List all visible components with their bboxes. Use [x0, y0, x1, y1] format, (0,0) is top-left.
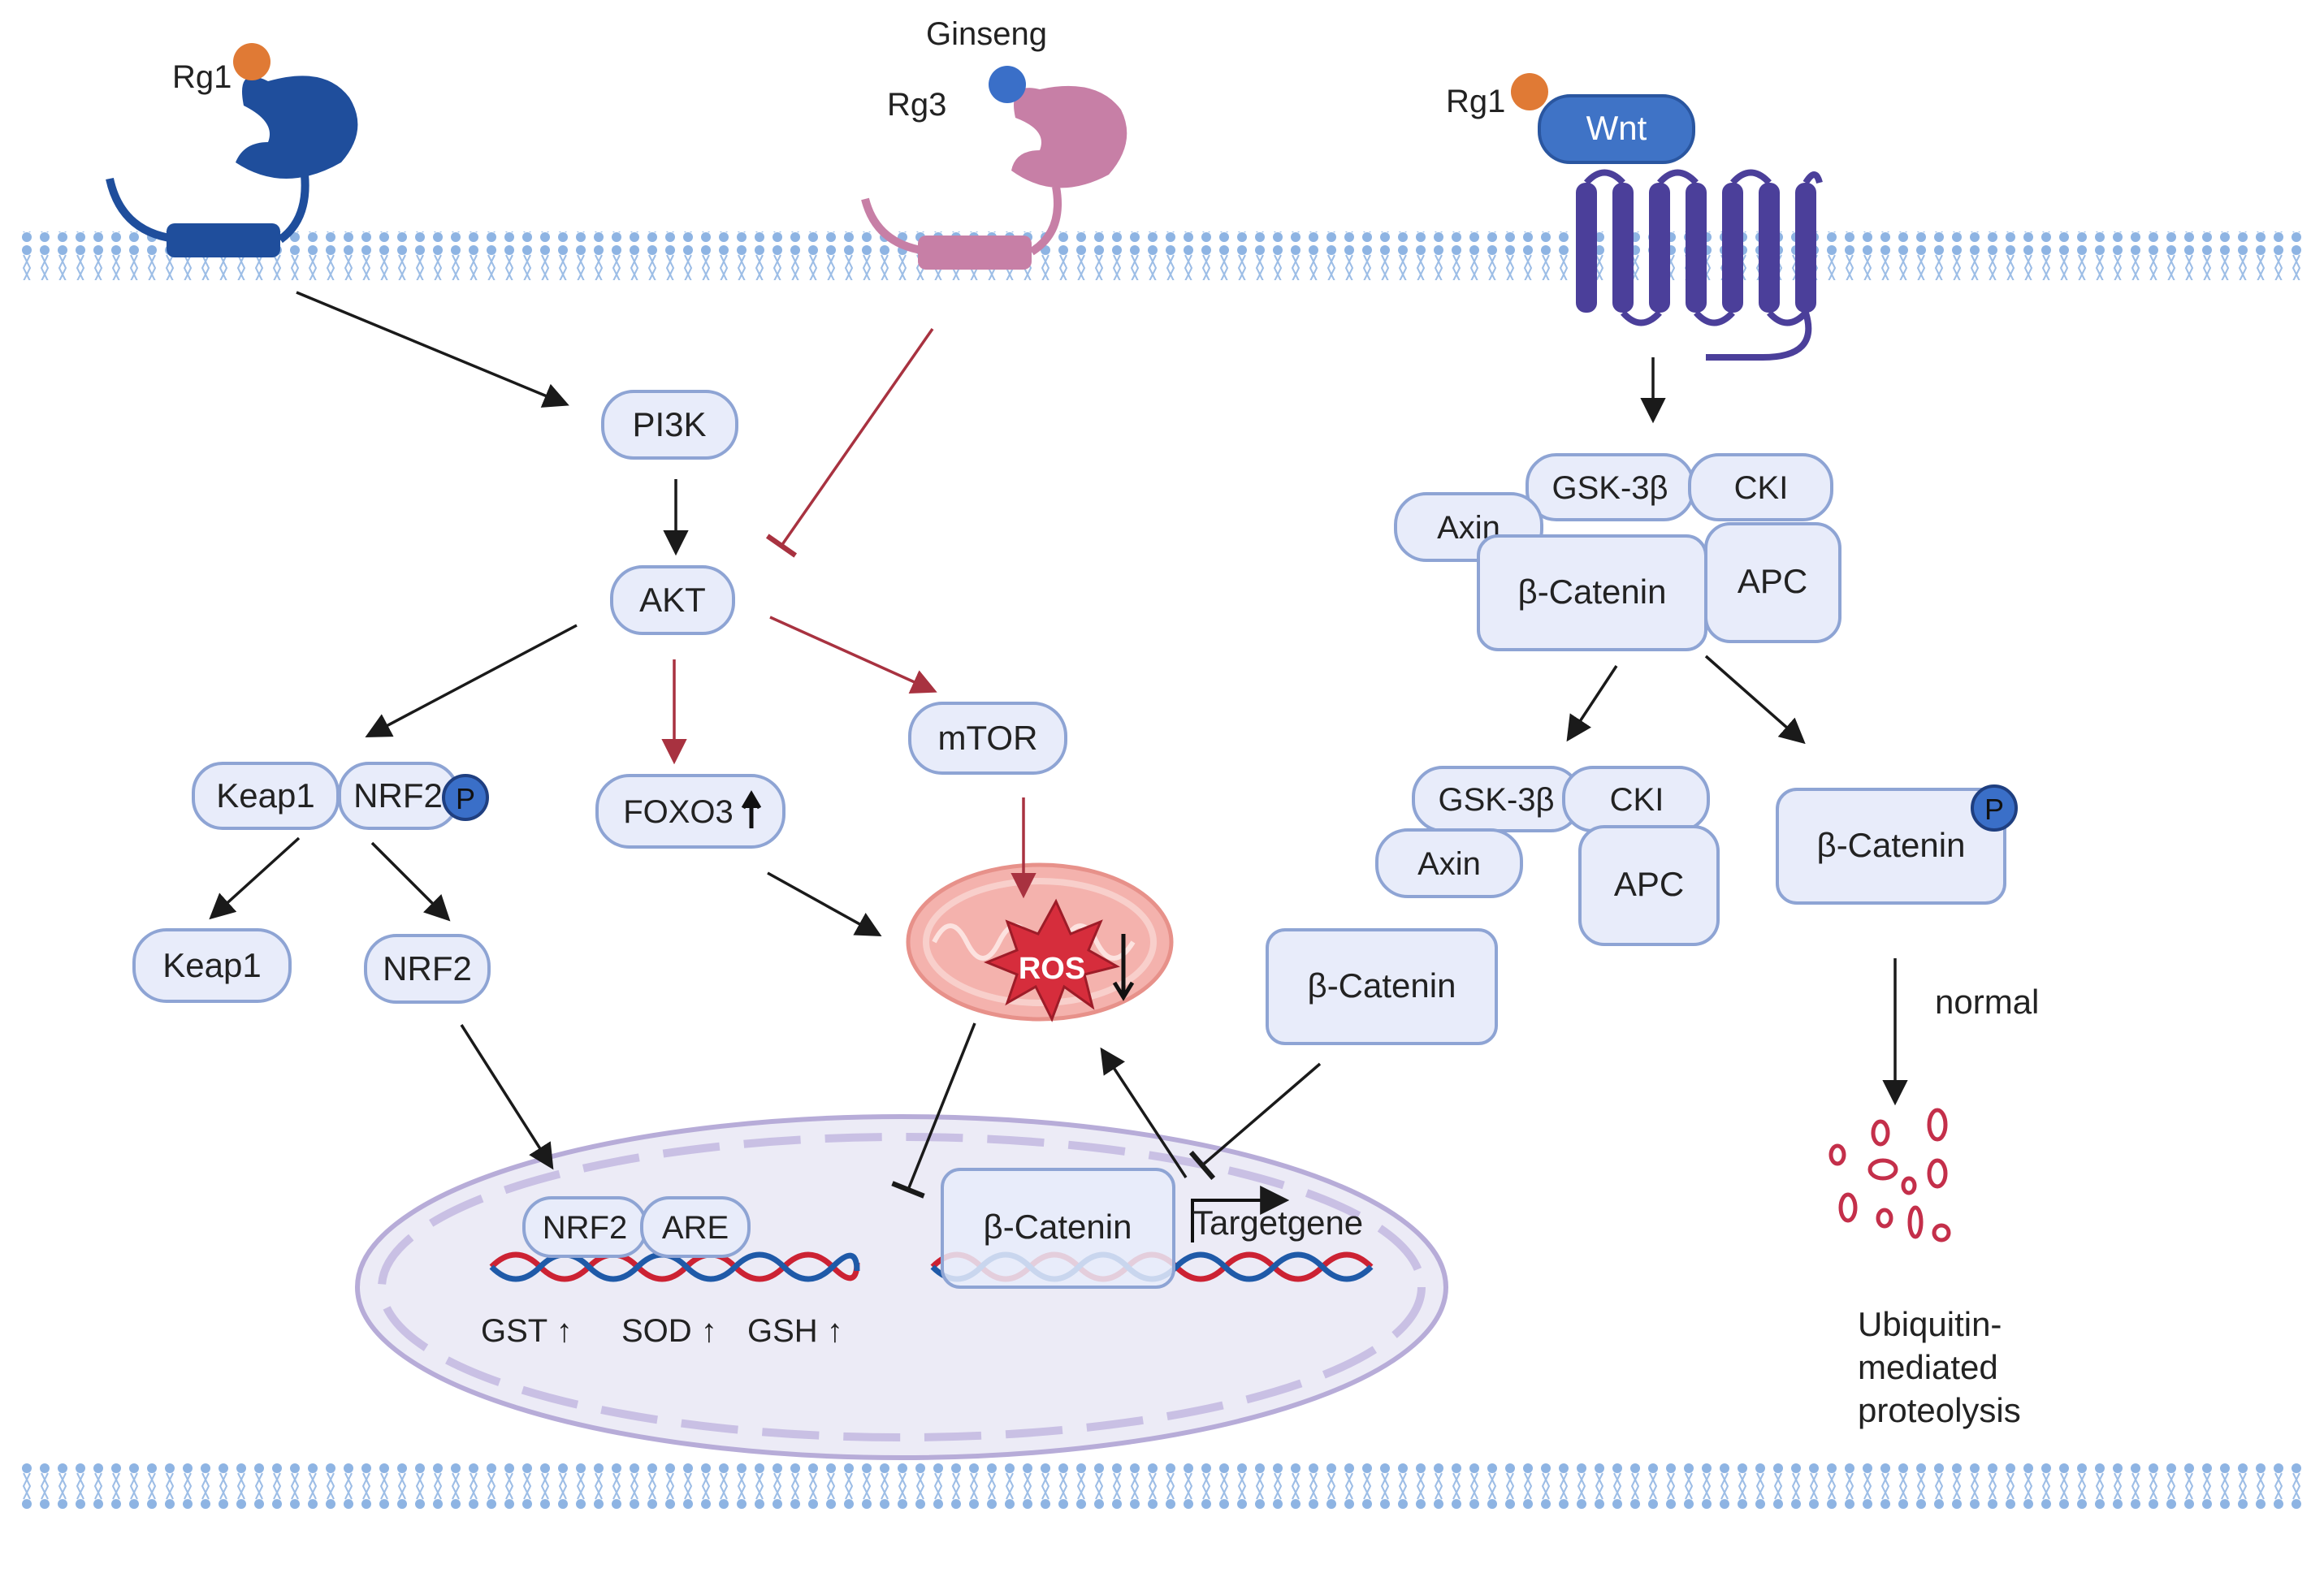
svg-text:β-Catenin: β-Catenin — [1817, 826, 1966, 864]
svg-text:CKI: CKI — [1734, 470, 1789, 506]
wnt-ligand: Wnt — [1538, 94, 1695, 164]
svg-text:ARE: ARE — [662, 1210, 729, 1246]
ginseng-ligand-icon — [989, 66, 1026, 103]
rg1-receptor-left — [106, 43, 358, 257]
proteolysis-label-line3: proteolysis — [1858, 1391, 2021, 1429]
transcription-start-icon — [1191, 1186, 1290, 1242]
pi3k-node: PI3K — [601, 390, 738, 460]
plasma-membrane-top — [16, 231, 2307, 280]
svg-text:Axin: Axin — [1417, 846, 1481, 882]
nrf2-free-node: NRF2 — [364, 934, 491, 1004]
foxo3-node: FOXO3 — [595, 774, 785, 849]
phospho-badge-icon — [442, 774, 489, 821]
ros-down-arrow-icon — [1112, 934, 1135, 1001]
svg-text:P: P — [1984, 793, 2004, 826]
gst-label: GST ↑ — [481, 1313, 573, 1349]
rg1-ligand-icon — [233, 43, 270, 80]
svg-text:Keap1: Keap1 — [216, 776, 314, 815]
up-arrow-icon — [741, 790, 762, 828]
sod-label: SOD ↑ — [621, 1313, 717, 1349]
svg-text:Keap1: Keap1 — [162, 946, 261, 984]
svg-text:GSK-3β: GSK-3β — [1438, 782, 1554, 818]
ros-label: ROS — [1019, 952, 1085, 986]
nucleus — [355, 1114, 1448, 1460]
nrf2-are-complex: NRF2 ARE — [522, 1196, 751, 1258]
svg-text:APC: APC — [1738, 562, 1807, 600]
targetgene-label: Targetgene — [1192, 1204, 1363, 1242]
svg-text:NRF2: NRF2 — [543, 1210, 627, 1246]
svg-text:P: P — [456, 782, 475, 815]
rg3-label: Rg3 — [887, 87, 946, 123]
svg-text:GSK-3β: GSK-3β — [1551, 470, 1668, 506]
svg-text:NRF2: NRF2 — [383, 949, 472, 987]
ros-burst-icon — [984, 898, 1120, 1022]
frizzled-receptor — [1576, 169, 1823, 361]
proteolysis-fragments-icon — [1828, 1108, 1951, 1242]
released-complex: GSK-3β CKI Axin APC — [1375, 766, 1720, 946]
mtor-node: mTOR — [908, 702, 1067, 775]
destruction-complex: GSK-3β CKI Axin β-Catenin APC — [1394, 453, 1841, 651]
svg-text:β-Catenin: β-Catenin — [1518, 573, 1667, 611]
beta-catenin-cytosolic: β-Catenin — [1266, 928, 1498, 1045]
beta-catenin-phospho: β-Catenin P — [1776, 784, 2018, 905]
svg-text:β-Catenin: β-Catenin — [984, 1208, 1132, 1246]
wnt-label: Wnt — [1586, 109, 1647, 147]
ginseng-label: Ginseng — [926, 16, 1047, 52]
red-arrows — [661, 327, 1036, 899]
keap1-free-node: Keap1 — [132, 928, 292, 1003]
phospho-badge-icon — [1971, 784, 2018, 832]
beta-catenin-nuclear: β-Catenin — [941, 1168, 1175, 1289]
rg1-left-label: Rg1 — [172, 59, 232, 95]
svg-text:β-Catenin: β-Catenin — [1308, 966, 1456, 1005]
keap1-nrf2-complex: Keap1 NRF2 P — [192, 762, 489, 830]
proteolysis-label-line2: mediated — [1858, 1348, 1998, 1386]
rg1-right-label: Rg1 — [1446, 84, 1505, 119]
rg3-receptor — [861, 66, 1127, 270]
svg-text:FOXO3: FOXO3 — [623, 794, 734, 830]
plasma-membrane-bottom — [16, 1462, 2307, 1510]
svg-text:AKT: AKT — [639, 581, 706, 619]
svg-text:PI3K: PI3K — [632, 405, 706, 443]
svg-text:NRF2: NRF2 — [353, 776, 443, 815]
rg1-right-ligand-icon — [1511, 73, 1548, 110]
akt-node: AKT — [610, 565, 735, 635]
activation-arrows — [209, 291, 1908, 1199]
svg-text:APC: APC — [1614, 865, 1684, 903]
svg-text:CKI: CKI — [1610, 782, 1664, 818]
proteolysis-label-line1: Ubiquitin- — [1858, 1305, 2002, 1343]
normal-label: normal — [1935, 983, 2039, 1021]
svg-text:mTOR: mTOR — [938, 719, 1038, 757]
gsh-label: GSH ↑ — [747, 1313, 843, 1349]
